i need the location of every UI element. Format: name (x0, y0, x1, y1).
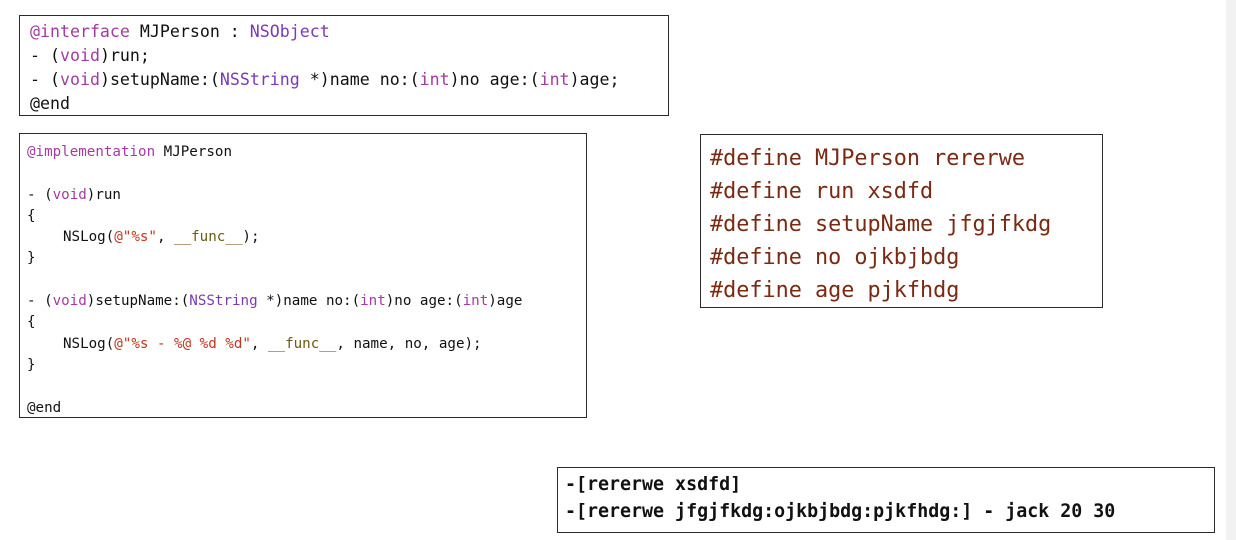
implementation-code-panel: @implementation MJPerson - (void)run { N… (19, 133, 587, 418)
setup-args-part3: )age; (569, 70, 620, 89)
nsstring-type: NSString (189, 293, 258, 310)
int-type: int (462, 293, 489, 310)
setup-method-prefix: - ( (30, 70, 60, 89)
impl-run-method-line: - (void)run (27, 185, 586, 206)
define-line: #define run xsdfd (710, 179, 934, 204)
close-brace: } (27, 356, 36, 373)
func-macro: __func__ (268, 335, 337, 352)
setup-method-name: )setupName:( (86, 293, 190, 310)
setup-method-name: )setupName:( (99, 70, 220, 89)
func-macro: __func__ (174, 229, 243, 246)
setup-args-part2: )no age:( (385, 293, 463, 310)
nslog-call: NSLog( (63, 335, 115, 352)
setup-return-type: void (59, 70, 100, 89)
nslog-run-line: NSLog(@"%s", __func__); (27, 227, 586, 248)
int-type: int (539, 70, 570, 89)
blank-line (27, 270, 586, 291)
nslog-call: NSLog( (63, 229, 115, 246)
console-output-panel: -[rererwe xsdfd] -[rererwe jfgjfkdg:ojkb… (557, 467, 1215, 533)
page-edge-strip (1226, 0, 1236, 540)
run-method-suffix: )run (86, 186, 121, 203)
define-line: #define age pjkfhdg (710, 278, 960, 303)
output-line: -[rererwe xsdfd] (565, 474, 742, 495)
impl-setup-method-line: - (void)setupName:(NSString *)name no:(i… (27, 291, 586, 312)
open-brace: { (27, 314, 36, 331)
setup-args-part2: )no age:( (449, 70, 540, 89)
int-type: int (360, 293, 386, 310)
interface-keyword: @interface (30, 22, 130, 41)
nslog-end: ); (242, 229, 260, 246)
run-return-type: void (52, 186, 87, 203)
interface-code-panel: @interface MJPerson : NSObject - (void)r… (19, 15, 669, 116)
format-string: @"%s - %@ %d %d" (114, 335, 251, 352)
run-method-prefix: - ( (27, 186, 53, 203)
define-macros-panel: #define MJPerson rererwe #define run xsd… (700, 134, 1103, 308)
implementation-class-name: MJPerson (155, 144, 232, 160)
blank-line (27, 376, 586, 397)
output-line: -[rererwe jfgjfkdg:ojkbjbdg:pjkfhdg:] - … (565, 501, 1116, 522)
define-line: #define MJPerson rererwe (710, 146, 1025, 171)
run-method-prefix: - ( (30, 46, 60, 65)
nsstring-type: NSString (219, 70, 300, 89)
interface-declaration-line: @interface MJPerson : NSObject (30, 20, 668, 44)
open-brace: { (27, 207, 36, 224)
implementation-end-line: @end (27, 399, 62, 416)
interface-superclass: NSObject (249, 22, 330, 41)
define-line: #define setupName jfgjfkdg (710, 212, 1052, 237)
setup-args-part1: *)name no:( (299, 70, 420, 89)
interface-class-name: MJPerson : (129, 22, 250, 41)
setup-return-type: void (52, 293, 87, 310)
blank-line (27, 163, 586, 184)
nslog-setup-line: NSLog(@"%s - %@ %d %d", __func__, name, … (27, 334, 586, 355)
interface-run-method-line: - (void)run; (30, 44, 668, 68)
run-method-suffix: )run; (99, 46, 150, 65)
interface-setup-method-line: - (void)setupName:(NSString *)name no:(i… (30, 68, 668, 92)
setup-args-part3: )age (488, 293, 523, 310)
close-brace: } (27, 250, 36, 267)
implementation-declaration-line: @implementation MJPerson (27, 142, 586, 163)
int-type: int (419, 70, 450, 89)
define-line: #define no ojkbjbdg (710, 245, 960, 270)
interface-end-line: @end (30, 94, 70, 113)
setup-args-part1: *)name no:( (257, 293, 361, 310)
implementation-keyword: @implementation (27, 144, 156, 160)
nslog-args: , name, no, age); (336, 335, 482, 352)
arg-separator: , (156, 229, 175, 246)
setup-method-prefix: - ( (27, 293, 53, 310)
run-return-type: void (59, 46, 100, 65)
format-string: @"%s" (114, 229, 157, 246)
arg-separator: , (250, 335, 269, 352)
